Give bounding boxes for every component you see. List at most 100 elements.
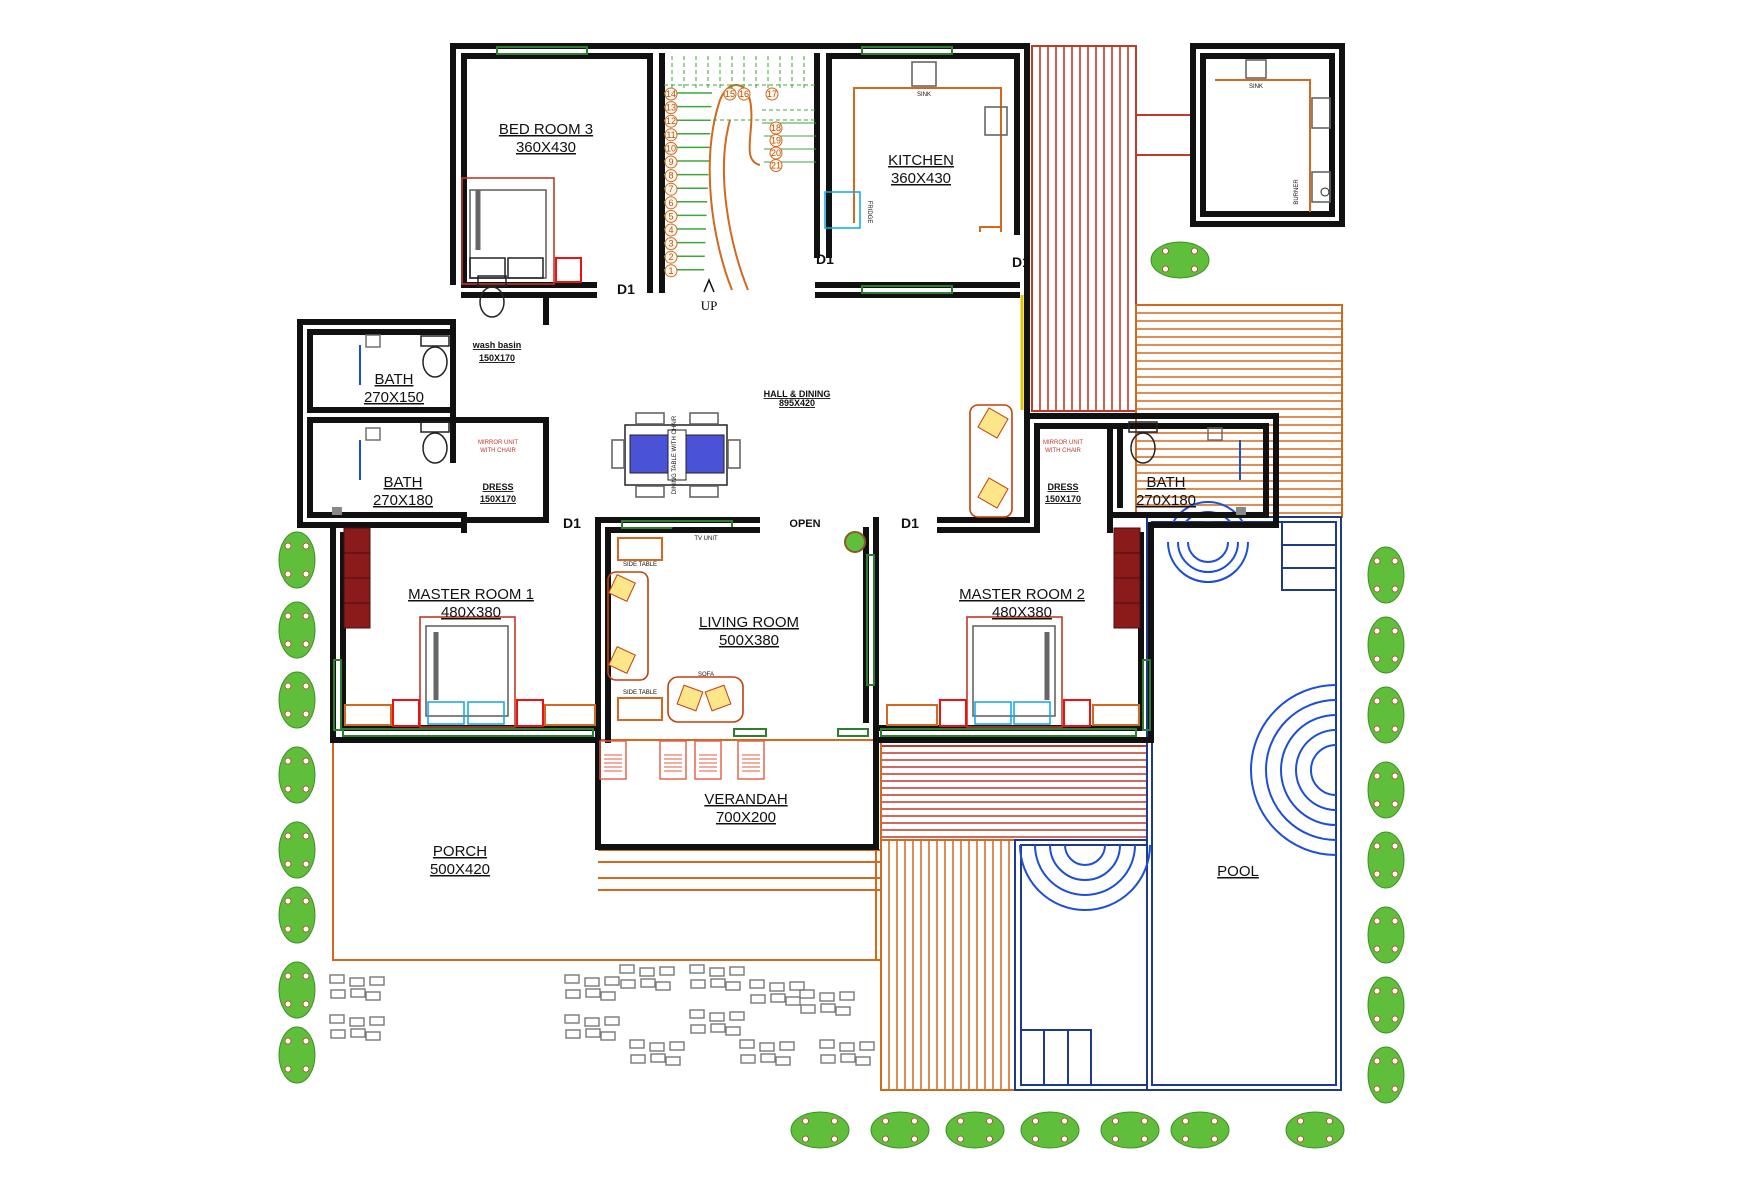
bush-icon (1367, 616, 1405, 674)
bush-flower (831, 1135, 838, 1143)
stepping-stone (600, 1031, 616, 1041)
bush-icon (278, 746, 316, 804)
stepping-stone (565, 1029, 581, 1039)
stair-step-number: 13 (664, 101, 678, 115)
stair-step-marker (664, 196, 678, 210)
bush-icon (278, 671, 316, 729)
stepping-stone (729, 1011, 745, 1021)
stair-up-arrow-icon (703, 278, 715, 293)
bush-flower (986, 1117, 993, 1125)
toilet-icon (477, 275, 507, 318)
stair-step-marker (664, 101, 678, 115)
bush-flower (1391, 557, 1399, 565)
stepping-stone (729, 966, 745, 976)
room-labels: BED ROOM 3 360X430 KITCHEN 360X430 BATH … (364, 121, 1259, 880)
stair-step-number: 1 (664, 264, 678, 278)
bush-flower (302, 542, 310, 550)
stair-step-label: 19 (771, 136, 781, 146)
pool-ring-arc (1310, 744, 1337, 796)
bush-flower (302, 1000, 310, 1008)
bush-foliage (278, 601, 316, 659)
stepping-stone (690, 1024, 706, 1034)
bush-foliage (278, 531, 316, 589)
stair-step-number: 21 (769, 159, 783, 172)
plants (278, 241, 1405, 1149)
burner-label: BURNER (1294, 179, 1300, 205)
side-table-top-label: SIDE TABLE (623, 562, 657, 568)
stair-step-number: 16 (737, 87, 751, 101)
bush-flower (1211, 1117, 1218, 1125)
bush-foliage (945, 1111, 1005, 1149)
stepping-stone (620, 979, 636, 989)
bush-foliage (278, 821, 316, 879)
bush-foliage (1020, 1111, 1080, 1149)
stair-step-label: 20 (771, 148, 781, 158)
deck-north-strip (1031, 45, 1193, 412)
bush-icon (1367, 686, 1405, 744)
pool-ring-arc (1019, 844, 1151, 911)
stepping-stone (760, 1053, 776, 1063)
bush-flower (284, 1037, 292, 1045)
bush-flower (1326, 1117, 1333, 1125)
bush-flower (1391, 772, 1399, 780)
bush-flower (1373, 1085, 1381, 1093)
toilet-icon (420, 421, 450, 464)
bush-flower (302, 785, 310, 793)
bush-foliage (1100, 1111, 1160, 1149)
stair-step-label: 8 (668, 171, 673, 181)
stair-step-marker (769, 159, 783, 172)
door-labels: D1 D1 D1 D1 D1 OPEN (563, 251, 1030, 531)
bush-flower (1182, 1117, 1189, 1125)
verandah-name: VERANDAH (704, 791, 787, 808)
bush-flower (1373, 655, 1381, 663)
stepping-stone (859, 1041, 875, 1051)
toilet-icon (1128, 421, 1158, 464)
pool-ring-arc (1250, 684, 1337, 856)
windows (333, 46, 1151, 737)
stepping-stone (725, 981, 741, 991)
stepping-stone (855, 1056, 871, 1066)
stepping-stone (349, 1017, 365, 1027)
living-size: 500X380 (719, 632, 779, 649)
stair-step-number: 8 (664, 169, 678, 183)
pool-mask (1155, 522, 1275, 570)
bush-flower (882, 1117, 889, 1125)
bush-foliage (278, 961, 316, 1019)
bush-flower (1391, 945, 1399, 953)
stepping-stone (349, 977, 365, 987)
bush-flower (1141, 1135, 1148, 1143)
verandah-chair (694, 740, 722, 780)
stepping-stone (629, 1039, 645, 1049)
stepping-stone (330, 989, 346, 999)
stair-step-label: 3 (668, 239, 673, 249)
stair-step-marker (664, 264, 678, 278)
kitchen-size: 360X430 (891, 170, 951, 187)
bush-flower (1297, 1117, 1304, 1125)
stepping-stone (650, 1053, 666, 1063)
bush-foliage (1367, 761, 1405, 819)
dress-size-right: 150X170 (1045, 494, 1081, 504)
bush-foliage (1170, 1111, 1230, 1149)
floor-drain-icon (1236, 507, 1246, 515)
side-table-bottom-label: SIDE TABLE (623, 690, 657, 696)
bush-icon (278, 961, 316, 1019)
stepping-stone (819, 1039, 835, 1049)
bush-flower (831, 1117, 838, 1125)
bush-flower (284, 542, 292, 550)
deck-north-frame (1031, 45, 1137, 412)
bush-flower (1391, 917, 1399, 925)
stepping-stone (350, 988, 366, 998)
bush-flower (1112, 1117, 1119, 1125)
stepping-stone (639, 967, 655, 977)
pool-ring-arc (1167, 541, 1249, 583)
bush-flower (302, 1065, 310, 1073)
stair-step-marker (664, 128, 678, 142)
stair-step-label: 5 (668, 211, 673, 221)
bush-flower (302, 612, 310, 620)
bush-icon (870, 1111, 930, 1149)
bush-flower (1391, 585, 1399, 593)
stepping-stone (709, 1012, 725, 1022)
bush-flower (1391, 1015, 1399, 1023)
bush-flower (1391, 1085, 1399, 1093)
bush-foliage (1150, 241, 1210, 279)
